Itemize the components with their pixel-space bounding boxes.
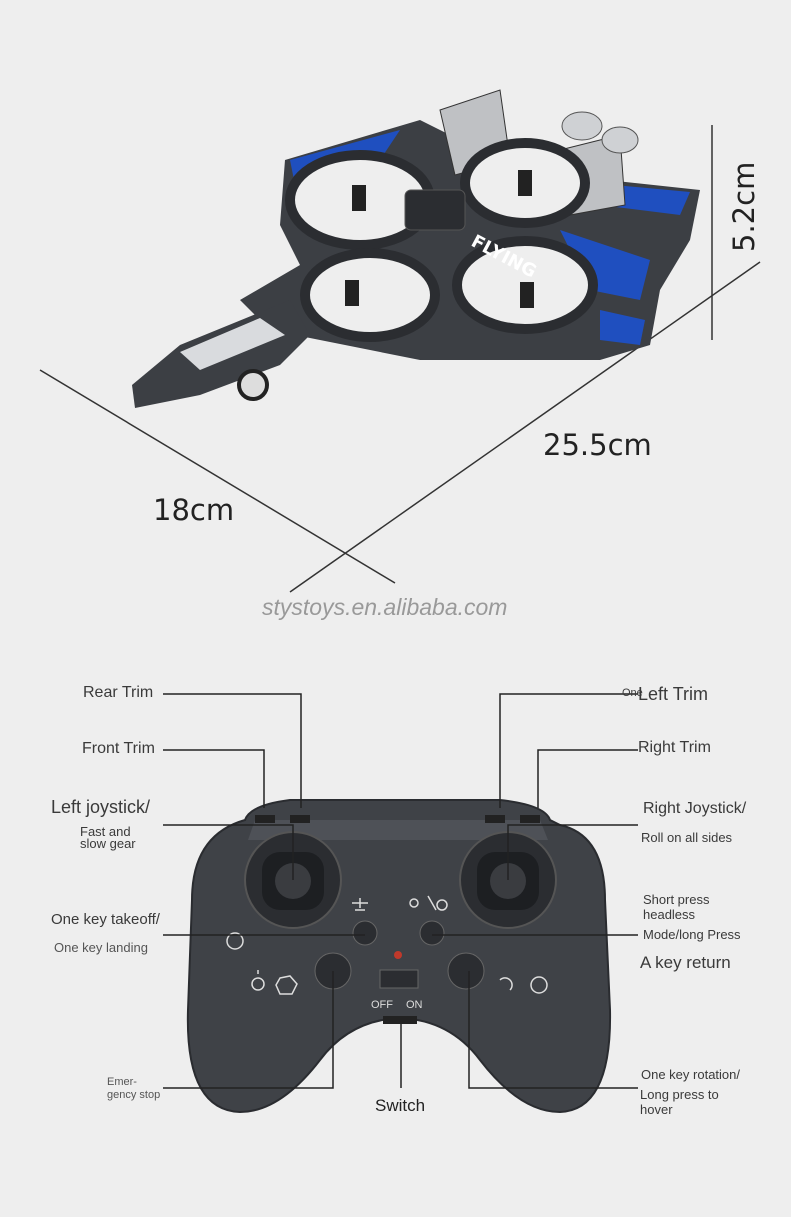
headless-mode-icon [409,895,448,911]
switch-off-label: OFF [371,999,393,1011]
rear-trim-label: Rear Trim [83,684,154,701]
drone-body [132,89,700,408]
takeoff-label: One key takeoff/ [51,911,160,928]
switch-on-label: ON [406,999,423,1011]
headless-label-1: Short press [643,892,710,907]
light-icon [251,970,265,991]
drone-takeoff-icon [352,898,368,911]
controller-body [186,799,612,1114]
landing-label: One key landing [54,940,148,955]
key-return-label: A key return [640,953,731,972]
switch-label: Switch [375,1096,426,1115]
width-label: 18cm [153,493,235,527]
left-joystick-label: Left joystick/ [51,797,151,817]
left-joystick-sub2: slow gear [80,836,136,851]
drone-illustration: FLYING [39,89,761,593]
stop-icon [275,975,298,995]
roll-label: Roll on all sides [641,830,733,845]
mode-long-label: Mode/long Press [643,927,741,942]
left-joystick-sub1: Fast and [80,824,131,839]
emergency-label-1: Emer- [107,1076,137,1088]
callout-lines [163,693,638,1089]
width-dimension-line [39,369,396,584]
power-icon [226,932,244,950]
right-joystick-label: Right Joystick/ [643,800,747,817]
hover-label: hover [640,1102,673,1117]
return-icon [530,976,548,994]
rotate-icon [499,977,513,991]
rotation-label: One key rotation/ [641,1067,740,1082]
emergency-label-2: gency stop [107,1089,161,1101]
headless-label-2: headless [643,907,696,922]
length-label: 25.5cm [543,428,652,462]
watermark: stystoys.en.alibaba.com [262,594,508,620]
long-press-label: Long press to [640,1087,719,1102]
length-dimension-line [289,261,761,593]
front-trim-label: Front Trim [82,740,155,757]
right-trim-label: Right Trim [638,739,711,756]
left-trim-prefix: One [622,687,643,699]
left-trim-label: Left Trim [638,684,709,704]
